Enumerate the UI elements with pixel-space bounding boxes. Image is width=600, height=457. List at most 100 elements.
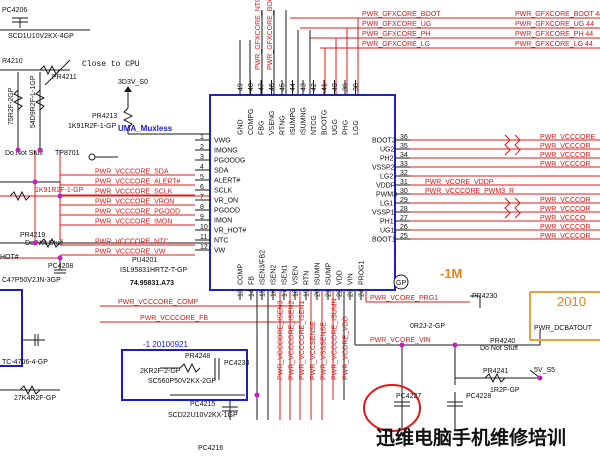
pin-name: BOOTG <box>322 110 329 135</box>
label-part: 74.95831.A73 <box>130 280 174 287</box>
label-dns-c: Do Not Stuff <box>480 345 518 352</box>
pin-name: UG2 <box>380 147 395 154</box>
pin-number: 4 <box>200 164 204 171</box>
pin-name: LG1 <box>380 201 393 208</box>
label-pc4227: PC4227 <box>396 393 421 400</box>
pin-name: PGOODG <box>214 158 246 165</box>
pin-number: 27 <box>400 215 408 222</box>
pin-name: UG1 <box>380 228 395 235</box>
ic-bottom-pins: 13COMP14FB15ISEN3/FB216ISEN217ISEN118VSE… <box>118 250 438 322</box>
pin-name: NTC <box>214 238 228 245</box>
label-pu4201: PU4201 <box>132 257 157 264</box>
pu4201-body <box>209 94 396 291</box>
pin-number: 45 <box>280 83 287 91</box>
net-label: PWR_VCCCOR <box>540 233 591 240</box>
net-label: PWR_VCCCORE_ALERT# <box>95 179 181 186</box>
label-scd22: SCD22U10V2KX-1GP <box>168 412 238 419</box>
net-label: PWR_GFXCORE_BOOT 44 <box>515 11 600 18</box>
net-label: PWR_GFXCORE_LG 44 <box>515 41 593 48</box>
pin-name: ISUMP <box>326 263 333 286</box>
net-label: PWR_VCCSENSE <box>310 321 317 380</box>
pin-name: VW <box>214 248 226 255</box>
label-pr4248: PR4248 <box>185 353 210 360</box>
pin-name: VIN <box>348 273 355 285</box>
net-label: PWR_VCCCORE <box>540 134 596 141</box>
label-3d3v: 3D3V_S0 <box>118 79 148 86</box>
net-label: PWR_VCCCORE_ISEN2 <box>288 301 295 380</box>
pin-number: 46 <box>269 83 276 91</box>
label-1k91b: 1K91R2F-1-GP <box>35 187 84 194</box>
label-1k91a: 1K91R2F-1-GP <box>68 123 117 130</box>
label-dns-tp: Do Not Stuff <box>5 150 43 157</box>
pin-number: 48 <box>248 83 255 91</box>
pin-name: GND <box>238 119 245 135</box>
net-label: PWR_GFXCORE_BOOT <box>267 0 274 70</box>
net-label: PWR_VCCCORE_VRON <box>95 199 174 206</box>
net-label: PWR_GFXCORE_UG 44 <box>515 21 594 28</box>
label-isl: ISL95831HRTZ-T-GP <box>120 267 188 274</box>
pin-number: 25 <box>400 233 408 240</box>
pin-number: 29 <box>400 197 408 204</box>
net-label: PWR_VCCCORE_FB <box>140 315 208 322</box>
net-label: PWR_VCCCO <box>540 215 586 222</box>
pin-number: 42 <box>311 83 318 91</box>
pin-name: LGG <box>353 120 360 135</box>
label-0r2j: 0R2J-2-GP <box>410 323 445 330</box>
pin-number: 41 <box>322 83 329 91</box>
pin-name: PH1 <box>380 219 394 226</box>
label-54d9r2f: 54D9R2F-L-1GP <box>30 75 37 128</box>
pin-number: 16 <box>271 289 278 297</box>
label-dcbatout: PWR_DCBATOUT <box>534 325 593 332</box>
pin-number: 5 <box>200 174 204 181</box>
net-label: PWR_VCCCORE_NTC <box>95 239 169 246</box>
label-pc4208: PC4208 <box>48 263 73 270</box>
gp-mark: GP <box>396 280 406 287</box>
pin-name: ALERT# <box>214 178 240 185</box>
net-label: PWR_VCCCOR <box>540 152 591 159</box>
net-label: PWR_VCCCORE_PWM3_R <box>425 188 514 195</box>
pin-name: PGOOD <box>214 208 240 215</box>
label-pr4213: PR4213 <box>92 113 117 120</box>
pin-name: ISUMN <box>315 262 322 285</box>
component-labels: PC4206 SCD1U10V2KX-4GP R4210 PR4211 Clos… <box>0 7 593 452</box>
pin-number: 8 <box>200 204 204 211</box>
net-label: PWR_GFXCORE_NTCG <box>255 0 262 70</box>
pin-number: 31 <box>400 179 408 186</box>
label-uma-muxless: UMA_Muxless <box>118 124 173 133</box>
net-label: PWR_VCCCORE_VW <box>95 249 166 256</box>
pin-name: ISUMPG <box>290 107 297 135</box>
net-label: PWR_VCCCORE_SDA <box>95 169 169 176</box>
pin-name: NTCG <box>311 115 318 135</box>
label-r4210: R4210 <box>2 58 23 65</box>
label-1r2f: 1R2F-GP <box>490 387 520 394</box>
pin-number: 10 <box>200 224 208 231</box>
pin-number: 13 <box>238 289 245 297</box>
label-tc4706: TC-4706-4-GP <box>2 359 48 366</box>
label-c47p: C47P50V2JN-3GP <box>2 277 61 284</box>
label-pr4219: PR4219 <box>20 232 45 239</box>
pin-number: 38 <box>353 83 360 91</box>
net-label: PWR_GFXCORE_PH 44 <box>515 31 593 38</box>
pin-name: ISUMNG <box>301 107 308 135</box>
net-label: PWR_VCCCORE_ISEN1 <box>299 301 306 380</box>
pin-name: ISEN2 <box>271 265 278 285</box>
label-vcore-vin: PWR_VCORE_VIN <box>370 337 431 344</box>
pin-name: LG2 <box>380 174 393 181</box>
pin-name: VSSP2 <box>372 165 395 172</box>
pin-number: 23 <box>348 289 355 297</box>
pin-number: 9 <box>200 214 204 221</box>
net-label: PWR_VCCCORE_SCLK <box>95 189 173 196</box>
net-label: PWR_VCCCORE_COMP <box>118 299 198 306</box>
label-scd1u: SCD1U10V2KX-4GP <box>8 33 74 40</box>
net-label: PWR_VCCCORE_ISEN3 <box>278 301 285 380</box>
pin-name: BOOT2 <box>372 138 396 145</box>
pin-number: 44 <box>290 83 297 91</box>
pin-number: 30 <box>400 188 408 195</box>
pin-number: 47 <box>259 83 266 91</box>
label-1m: -1M <box>440 266 462 281</box>
label-2010: 2010 <box>557 294 586 309</box>
pin-number: 49 <box>238 83 245 91</box>
pin-name: IMONG <box>214 148 238 155</box>
